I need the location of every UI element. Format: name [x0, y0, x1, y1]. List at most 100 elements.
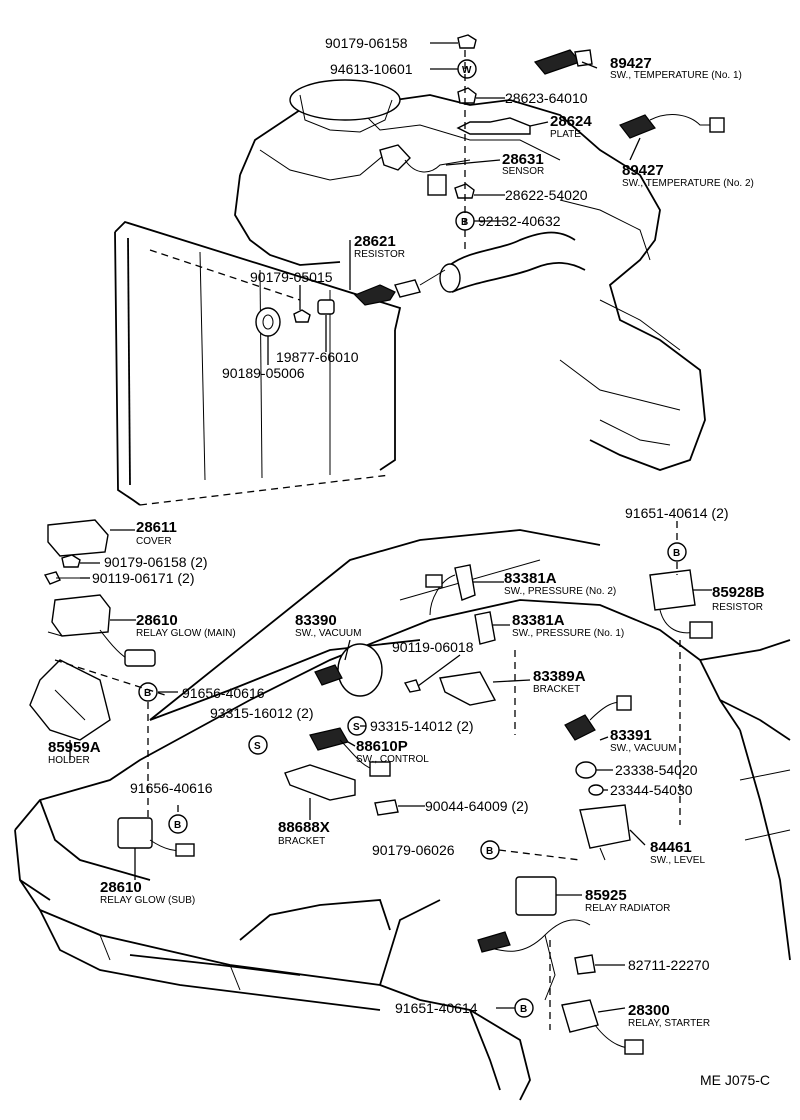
label-93315-14012-2: 93315-14012 (2) — [370, 718, 474, 734]
label-23344-54030: 23344-54030 — [610, 782, 693, 798]
label-82711-22270: 82711-22270 — [628, 957, 710, 973]
label-28621: 28621 — [354, 233, 396, 250]
desc-28300: RELAY, STARTER — [628, 1018, 710, 1029]
label-88688X: 88688X — [278, 819, 330, 836]
label-28624: 28624 — [550, 113, 592, 130]
label-90119-06018: 90119-06018 — [392, 639, 474, 655]
svg-text:S: S — [254, 741, 261, 752]
label-93315-16012-2: 93315-16012 (2) — [210, 705, 314, 721]
pressure-switch-2-icon — [425, 564, 476, 616]
relay-starter-28300-icon — [561, 999, 644, 1055]
label-83381A-2: 83381A — [504, 570, 557, 587]
label-85925: 85925 — [585, 887, 627, 904]
label-83390: 83390 — [295, 612, 337, 629]
relay-glow-sub-icon — [117, 817, 195, 857]
ref-B-1-icon: B — [667, 542, 687, 562]
desc-89427-1: SW., TEMPERATURE (No. 1) — [610, 70, 742, 81]
label-91651-40614: 91651-40614 — [395, 1000, 478, 1016]
label-28610-main: 28610 — [136, 612, 178, 629]
desc-83390: SW., VACUUM — [295, 628, 361, 639]
desc-89427-2: SW., TEMPERATURE (No. 2) — [622, 178, 754, 189]
label-90179-06158-2: 90179-06158 (2) — [104, 554, 208, 570]
relay-radiator-85925-icon — [515, 876, 557, 916]
bracket-88688X-icon — [284, 764, 356, 801]
nut-90179-06158-2-icon — [61, 554, 81, 568]
grommet-90189-icon — [255, 307, 281, 337]
filler-cap — [289, 79, 401, 121]
nut-28622-icon — [454, 183, 475, 199]
label-91656-40616-b: 91656-40616 — [130, 780, 213, 796]
desc-28621: RESISTOR — [354, 249, 405, 260]
label-90179-05015: 90179-05015 — [250, 269, 333, 285]
label-88610P: 88610P — [356, 738, 408, 755]
radiator — [114, 220, 402, 506]
resistor-28621-icon — [353, 269, 446, 306]
desc-85959A: HOLDER — [48, 755, 90, 766]
svg-text:B: B — [144, 688, 151, 699]
vacuum-switch-83391-icon — [564, 695, 632, 741]
bracket-83389A-icon — [439, 671, 497, 706]
label-91651-40614-2: 91651-40614 (2) — [625, 505, 729, 521]
desc-28611: COVER — [136, 536, 172, 547]
level-switch-84461-icon — [579, 804, 631, 861]
label-28300: 28300 — [628, 1002, 670, 1019]
ref-B-5-icon: B — [514, 998, 534, 1018]
desc-83391: SW., VACUUM — [610, 743, 676, 754]
desc-28631: SENSOR — [502, 166, 544, 177]
label-83381A-1: 83381A — [512, 612, 565, 629]
label-23338-54020: 23338-54020 — [615, 762, 698, 778]
nut-28623-icon — [457, 87, 477, 104]
svg-text:S: S — [353, 722, 360, 733]
label-28611: 28611 — [136, 519, 177, 536]
bolt-90119-06171-icon — [43, 571, 80, 585]
washer-23344-icon — [588, 784, 604, 796]
ref-B-4-icon: B — [480, 840, 500, 860]
desc-85928B: RESISTOR — [712, 602, 763, 613]
label-90044-64009-2: 90044-64009 (2) — [425, 798, 529, 814]
control-switch-88610P-icon — [309, 727, 391, 777]
clip-90044-icon — [374, 799, 399, 816]
label-83391: 83391 — [610, 727, 652, 744]
nut-90179-06158-icon — [457, 34, 477, 49]
clamp-S-2-icon: S — [248, 735, 268, 755]
engine-outline — [234, 79, 706, 471]
desc-88610P: SW., CONTROL — [356, 754, 429, 765]
ref-B-2-icon: B — [138, 682, 158, 702]
svg-text:W: W — [462, 65, 472, 76]
cover-28611-icon — [47, 519, 109, 557]
temp-switch-2-icon — [619, 114, 725, 139]
svg-text:B: B — [520, 1004, 527, 1015]
relay-glow-main-icon — [47, 594, 156, 667]
label-90119-06171-2: 90119-06171 (2) — [92, 570, 194, 586]
label-28622-54020: 28622-54020 — [505, 187, 588, 203]
nut-90179-05015-icon — [293, 309, 311, 323]
vacuum-switch-83390-icon — [314, 643, 383, 697]
label-28631: 28631 — [502, 151, 544, 168]
label-91656-40616-a: 91656-40616 — [182, 685, 265, 701]
diagram-code: ME J075-C — [700, 1072, 770, 1088]
car-body — [14, 529, 791, 1101]
washer-W-icon: W — [457, 59, 477, 79]
label-90179-06158-top: 90179-06158 — [325, 35, 408, 51]
clip-19877-icon — [317, 299, 335, 315]
desc-28624: PLATE — [550, 129, 581, 140]
ref-B-3-icon: B — [168, 814, 188, 834]
label-83389A: 83389A — [533, 668, 586, 685]
desc-28610-main: RELAY GLOW (MAIN) — [136, 628, 236, 639]
grommet-23338-icon — [575, 761, 597, 779]
svg-text:B: B — [673, 548, 680, 559]
desc-28610-sub: RELAY GLOW (SUB) — [100, 895, 195, 906]
plate-28624-icon — [456, 117, 531, 135]
connector-82711-icon — [574, 954, 596, 975]
label-85928B: 85928B — [712, 584, 765, 601]
desc-83381A-2: SW., PRESSURE (No. 2) — [504, 586, 616, 597]
label-19877-66010: 19877-66010 — [276, 349, 359, 365]
harness-icon — [477, 919, 591, 1001]
label-28623-64010: 28623-64010 — [505, 90, 588, 106]
label-84461: 84461 — [650, 839, 692, 856]
svg-text:B: B — [174, 820, 181, 831]
resistor-85928B-icon — [649, 569, 713, 639]
label-92132-40632: 92132-40632 — [478, 213, 561, 229]
desc-84461: SW., LEVEL — [650, 855, 705, 866]
bolt-90119-06018-icon — [403, 679, 421, 693]
